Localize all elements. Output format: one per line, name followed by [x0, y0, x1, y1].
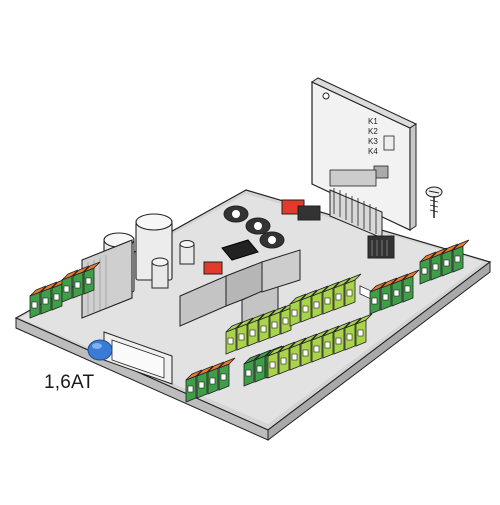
terminal-left-b-1 [61, 269, 79, 303]
terminal-mid-b-2 [300, 289, 318, 323]
terminal-mid-low-6 [322, 325, 340, 359]
terminal-front-b-1 [243, 353, 261, 387]
terminal-mid-a-5 [269, 305, 287, 339]
terminal-mid-low-4 [300, 333, 318, 367]
terminal-right-a-3 [391, 273, 409, 307]
terminal-right-b-1 [419, 251, 437, 285]
relays [179, 249, 301, 329]
terminal-left-b-3 [83, 261, 101, 295]
terminal-mid-b-3 [311, 285, 329, 319]
terminal-mid-low-7 [333, 321, 351, 355]
dip-switches [203, 199, 321, 275]
terminal-mid-b-1 [289, 293, 307, 327]
terminal-right-a-4 [402, 269, 420, 303]
fuse-holder [103, 331, 173, 385]
terminal-front-b-2 [254, 349, 272, 383]
receiver-label-k1: K1 [368, 117, 378, 126]
terminal-front-a-2 [196, 365, 214, 399]
receiver-label-k2: K2 [368, 127, 378, 136]
fuse-rating-label: 1,6AT [44, 372, 95, 393]
fuse-icon [87, 339, 113, 361]
terminal-mid-a-1 [225, 321, 243, 355]
microcontroller-chip [221, 239, 259, 261]
terminal-front-a-4 [218, 357, 236, 391]
terminal-right-b-2 [430, 247, 448, 281]
terminal-mid-low-9 [355, 313, 373, 347]
terminal-mid-b-5 [333, 277, 351, 311]
trimmer-potentiometers [223, 205, 285, 249]
receiver-label-k3: K3 [368, 137, 378, 146]
terminal-mid-low-3 [289, 337, 307, 371]
terminal-blocks [29, 239, 470, 403]
terminal-left-a-1 [29, 285, 47, 319]
terminal-right-b-3 [441, 243, 459, 277]
terminal-left-a-2 [40, 281, 58, 315]
terminal-mid-b-6 [344, 273, 362, 307]
terminal-right-a-2 [380, 277, 398, 311]
receiver-label-k4: K4 [368, 147, 378, 156]
receiver-module: K1 K2 K3 K4 [310, 77, 418, 301]
terminal-mid-low-2 [278, 341, 296, 375]
terminal-mid-low-1 [267, 345, 285, 379]
terminal-left-b-2 [72, 265, 90, 299]
heat-sink [329, 188, 395, 259]
terminal-right-b-4 [452, 239, 470, 273]
screw-icon [425, 186, 443, 218]
terminal-mid-a-3 [247, 313, 265, 347]
terminal-mid-b-4 [322, 281, 340, 315]
terminal-front-a-3 [207, 361, 225, 395]
terminal-mid-low-8 [344, 317, 362, 351]
terminal-mid-a-4 [258, 309, 276, 343]
terminal-mid-a-2 [236, 317, 254, 351]
terminal-front-a-1 [185, 369, 203, 403]
terminal-mid-low-5 [311, 329, 329, 363]
terminal-right-a-1 [369, 281, 387, 315]
